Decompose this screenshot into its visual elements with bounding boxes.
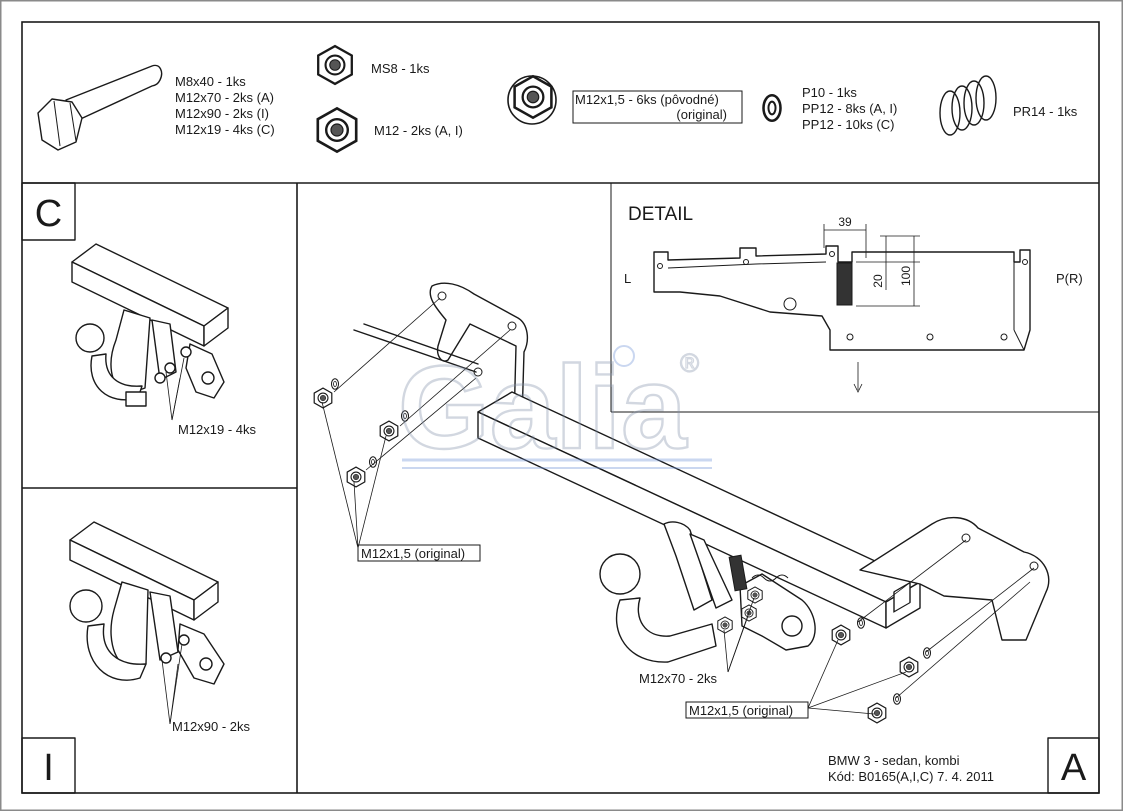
logo-registered-mark: ® bbox=[680, 348, 699, 378]
panel-letter-box bbox=[21, 737, 76, 794]
washer-spec-line: P10 - 1ks bbox=[802, 85, 857, 100]
flange-nut-label-box bbox=[572, 90, 743, 124]
ms8-nut-icon bbox=[317, 44, 353, 86]
bolt-icon bbox=[37, 64, 163, 151]
washer-icon bbox=[762, 93, 782, 123]
bolt-spec-line: M8x40 - 1ks bbox=[175, 74, 246, 89]
detail-block bbox=[836, 262, 853, 306]
washer-icon bbox=[330, 378, 340, 390]
footer-model: BMW 3 - sedan, kombi bbox=[828, 753, 960, 768]
panel-a-left-nut-label: M12x1,5 (original) bbox=[361, 546, 465, 561]
detail-dim-width: 39 bbox=[838, 215, 852, 229]
flange-nut-icon bbox=[899, 656, 919, 678]
bolt-spec-line: M12x90 - 2ks (I) bbox=[175, 106, 269, 121]
drawing-frame bbox=[21, 21, 1100, 794]
panel-letter: C bbox=[35, 193, 62, 235]
flange-nut-icon bbox=[867, 702, 887, 724]
panel-letter: A bbox=[1061, 747, 1087, 789]
parts-list: M8x40 - 1ks M12x70 - 2ks (A) M12x90 - 2k… bbox=[37, 44, 1078, 153]
footer-code: Kód: B0165(A,I,C) 7. 4. 2011 bbox=[828, 769, 994, 784]
panel-c: C M12x19 - 4ks bbox=[21, 182, 257, 437]
flange-nut-icon bbox=[346, 466, 366, 488]
flange-nut-icon bbox=[831, 624, 851, 646]
detail-right-label: P(R) bbox=[1056, 271, 1083, 286]
bolt-spec-line: M12x70 - 2ks (A) bbox=[175, 90, 274, 105]
logo-text: Galia bbox=[398, 342, 688, 474]
bolt-spec-line: M12x19 - 4ks (C) bbox=[175, 122, 275, 137]
panel-a-bolt-label: M12x70 - 2ks bbox=[639, 671, 718, 686]
galia-logo: Galia ® bbox=[397, 341, 712, 475]
panel-i: I M12x90 - 2ks bbox=[21, 521, 251, 794]
nut-label-box bbox=[685, 701, 809, 719]
m12-label: M12 - 2ks (A, I) bbox=[374, 123, 463, 138]
m12-nut-icon bbox=[316, 107, 358, 153]
detail-left-label: L bbox=[624, 271, 631, 286]
detail-dim-small: 20 bbox=[871, 274, 885, 288]
washer-spec-line: PP12 - 8ks (A, I) bbox=[802, 101, 897, 116]
panel-a-right-nut-label: M12x1,5 (original) bbox=[689, 703, 793, 718]
panel-letter: I bbox=[43, 747, 54, 789]
panel-letter-box bbox=[21, 182, 76, 241]
flange-nut-label-original: (original) bbox=[676, 107, 727, 122]
panel-letter-box bbox=[1047, 737, 1100, 794]
detail-title: DETAIL bbox=[628, 204, 693, 225]
spring-label: PR14 - 1ks bbox=[1013, 104, 1078, 119]
panel-c-bolt-label: M12x19 - 4ks bbox=[178, 422, 257, 437]
panel-i-bolt-label: M12x90 - 2ks bbox=[172, 719, 251, 734]
flange-nut-icon bbox=[507, 75, 557, 125]
washer-spec-line: PP12 - 10ks (C) bbox=[802, 117, 894, 132]
panel-a: M12x1,5 (original) M12x70 - 2ks M12x1,5 … bbox=[313, 282, 1100, 794]
nut-label-box bbox=[357, 544, 481, 562]
detail-view: DETAIL L P(R) 39 20 100 bbox=[624, 204, 1083, 393]
ms8-label: MS8 - 1ks bbox=[371, 61, 430, 76]
detail-dim-large: 100 bbox=[899, 266, 913, 286]
flange-nut-label: M12x1,5 - 6ks (pôvodné) bbox=[575, 92, 719, 107]
flange-nut-icon bbox=[379, 420, 399, 442]
spring-icon bbox=[939, 75, 997, 136]
